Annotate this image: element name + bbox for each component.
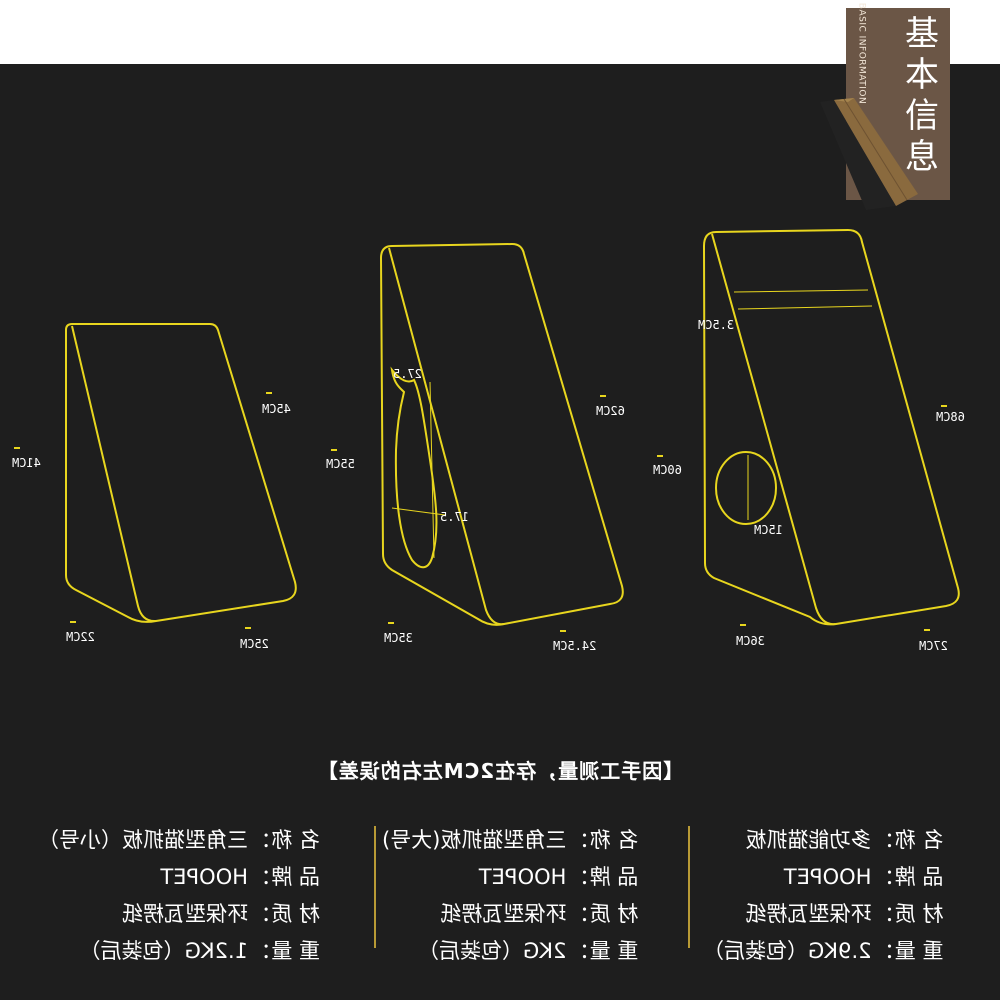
measurement-note: 【因手工测量，存在2CM左右的误差】 (316, 759, 684, 783)
spec-row: 品 牌：HOOPET (703, 859, 944, 896)
spec-row: 名 称：三角型猫抓板(大号) (382, 822, 638, 859)
product-2-height: 55CM (326, 457, 355, 471)
product-3-slope: 68CM (936, 410, 965, 424)
spec-large: 名 称：三角型猫抓板(大号) 品 牌：HOOPET 材 质：环保型瓦楞纸 重 量… (382, 822, 638, 970)
product-1-base: 25CM (240, 637, 269, 651)
spec-key: 材 质： (250, 902, 320, 926)
tick-mark (657, 455, 663, 457)
spec-key: 名 称： (250, 828, 320, 852)
tick-mark (740, 624, 746, 626)
spec-row: 名 称：多功能猫抓板 (703, 822, 943, 859)
spec-value: 多功能猫抓板 (745, 828, 872, 852)
spec-key: 名 称： (568, 828, 639, 852)
product-2-fish-width: 17.5 (440, 510, 469, 524)
spec-key: 材 质： (568, 902, 639, 926)
spec-row: 材 质：环保型瓦楞纸 (382, 896, 638, 933)
product-1-depth: 22CM (66, 630, 95, 644)
product-1-outline (65, 323, 297, 623)
top-white-band (0, 0, 1000, 64)
tick-mark (70, 621, 76, 623)
product-3-hole: 15CM (754, 523, 783, 537)
spec-value: HOOPET (783, 865, 872, 889)
tick-mark (600, 395, 606, 397)
column-divider (374, 826, 376, 948)
spec-multifunction: 名 称：多功能猫抓板 品 牌：HOOPET 材 质：环保型瓦楞纸 重 量：2.9… (703, 822, 943, 970)
product-2-outline (379, 242, 624, 626)
tick-mark (266, 392, 272, 394)
product-diagrams: 41CM 45CM 22CM 25CM 55CM 62CM 27.5 17.5 … (12, 228, 965, 653)
spec-value: 三角型猫抓板（小号） (38, 828, 248, 852)
product-1-dimensions: 41CM 45CM 22CM 25CM (12, 392, 291, 651)
tick-mark (14, 447, 20, 449)
spec-value: 1.2KG（包装后） (79, 939, 248, 963)
spec-row: 重 量：2KG（包装后） (382, 933, 638, 970)
spec-value: 环保型瓦楞纸 (440, 902, 567, 926)
scratcher-photo-icon (820, 98, 918, 210)
spec-value: HOOPET (478, 865, 567, 889)
product-2-fish-length: 27.5 (393, 367, 422, 381)
spec-key: 名 称： (873, 828, 944, 852)
product-1-height: 41CM (12, 456, 41, 470)
tick-mark (331, 449, 337, 451)
spec-value: HOOPET (160, 865, 248, 889)
product-3-depth: 36CM (736, 634, 765, 648)
spec-value: 环保型瓦楞纸 (745, 902, 872, 926)
tick-mark (924, 629, 930, 631)
spec-key: 品 牌： (873, 865, 944, 889)
spec-key: 重 量： (873, 939, 944, 963)
product-3-height: 60CM (653, 463, 682, 477)
product-2-depth: 35CM (384, 631, 413, 645)
spec-value: 2KG（包装后） (417, 939, 567, 963)
tick-mark (388, 622, 394, 624)
badge-title: 基本信息 (905, 14, 939, 177)
spec-row: 品 牌：HOOPET (382, 859, 639, 896)
spec-value: 三角型猫抓板(大号) (382, 828, 567, 852)
product-2-slope: 62CM (596, 404, 625, 418)
spec-row: 重 量：1.2KG（包装后） (38, 933, 320, 970)
spec-row: 材 质：环保型瓦楞纸 (703, 896, 943, 933)
product-3-strip: 3.5CM (698, 318, 734, 332)
spec-row: 品 牌：HOOPET (38, 859, 320, 896)
spec-key: 材 质： (873, 902, 944, 926)
spec-key: 重 量： (568, 939, 639, 963)
spec-row: 材 质：环保型瓦楞纸 (38, 896, 320, 933)
spec-value: 2.9KG（包装后） (703, 939, 872, 963)
product-3-base: 27CM (919, 639, 948, 653)
basic-info-badge: BASIC INFORMATION 基本信息 (820, 3, 950, 210)
product-3-outline (702, 228, 960, 626)
spec-value: 环保型瓦楞纸 (122, 902, 248, 926)
spec-small: 名 称：三角型猫抓板（小号） 品 牌：HOOPET 材 质：环保型瓦楞纸 重 量… (38, 822, 320, 970)
spec-row: 名 称：三角型猫抓板（小号） (38, 822, 320, 859)
product-1-slope: 45CM (262, 402, 291, 416)
spec-row: 重 量：2.9KG（包装后） (703, 933, 943, 970)
spec-key: 品 牌： (250, 865, 320, 889)
tick-mark (245, 627, 251, 629)
tick-mark (560, 630, 566, 632)
column-divider (688, 826, 690, 948)
tick-mark (941, 405, 947, 407)
spec-key: 品 牌： (568, 865, 639, 889)
product-3-dimensions: 3.5CM 68CM 60CM 15CM 36CM 27CM (653, 318, 965, 653)
product-2-dimensions: 55CM 62CM 27.5 17.5 35CM 24.5CM (326, 367, 625, 653)
spec-key: 重 量： (250, 939, 320, 963)
product-2-base: 24.5CM (553, 639, 596, 653)
